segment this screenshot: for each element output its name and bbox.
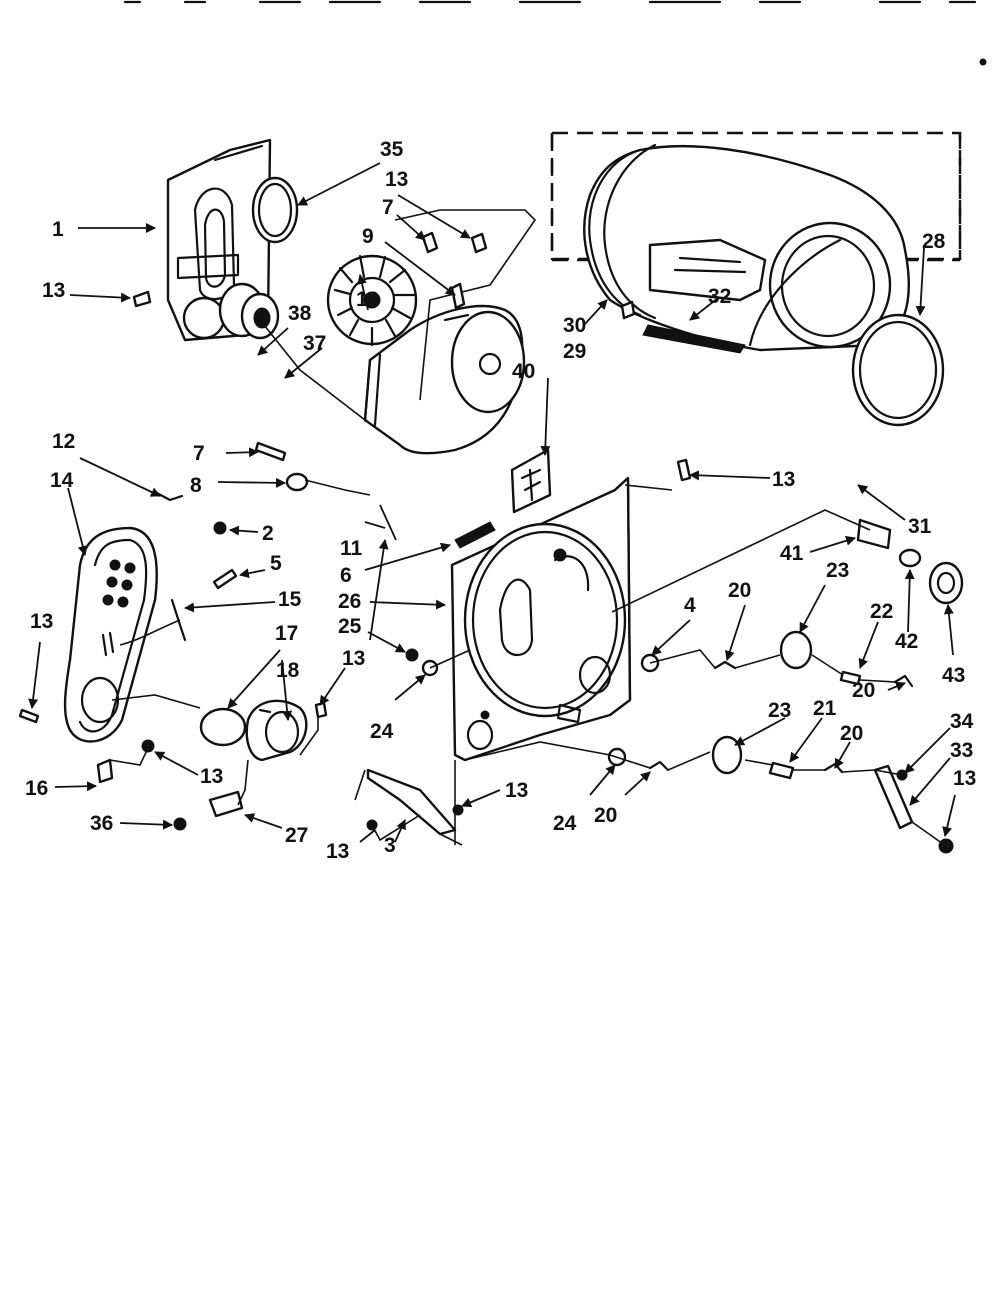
callout-3: 3 <box>384 834 396 857</box>
callout-42: 42 <box>895 630 918 653</box>
drive-motor <box>199 699 308 762</box>
callout-37: 37 <box>303 332 326 355</box>
callout-13: 13 <box>200 765 223 788</box>
leader-arrows <box>28 162 956 843</box>
callout-10: 10 <box>356 288 379 311</box>
drum-seal-ring <box>851 313 945 427</box>
callout-25: 25 <box>338 615 362 638</box>
callout-24: 24 <box>553 812 577 835</box>
callout-5: 5 <box>270 552 282 575</box>
callout-13: 13 <box>326 840 349 863</box>
callout-36: 36 <box>90 812 113 835</box>
callout-27: 27 <box>285 824 308 847</box>
blower-wheel <box>326 254 418 347</box>
callout-4: 4 <box>684 594 696 617</box>
callout-20: 20 <box>594 804 617 827</box>
callout-30: 30 <box>563 314 586 337</box>
callout-13: 13 <box>505 779 528 802</box>
callout-34: 34 <box>950 710 974 733</box>
top-edge-remnants <box>123 0 987 66</box>
callout-1: 1 <box>52 218 64 241</box>
callout-13: 13 <box>42 279 65 302</box>
callout-41: 41 <box>780 542 804 565</box>
callout-23: 23 <box>768 699 791 722</box>
callout-13: 13 <box>953 767 976 790</box>
callout-12: 12 <box>52 430 75 453</box>
callout-8: 8 <box>190 474 202 497</box>
callout-13: 13 <box>772 468 795 491</box>
callout-28: 28 <box>922 230 946 253</box>
drum-opening <box>768 221 892 349</box>
callout-31: 31 <box>908 515 932 538</box>
callout-20: 20 <box>840 722 863 745</box>
callout-20: 20 <box>852 679 875 702</box>
callout-18: 18 <box>276 659 300 682</box>
callout-23: 23 <box>826 559 849 582</box>
callout-24: 24 <box>370 720 394 743</box>
front-bulkhead <box>450 476 632 762</box>
small-hardware <box>18 231 964 854</box>
callout-22: 22 <box>870 600 893 623</box>
drum <box>583 143 911 354</box>
callout-29: 29 <box>563 340 586 363</box>
callout-13: 13 <box>30 610 53 633</box>
bearing-assembly <box>218 282 280 340</box>
callout-7: 7 <box>193 442 205 465</box>
callout-14: 14 <box>50 469 74 492</box>
callout-26: 26 <box>338 590 361 613</box>
callout-labels: 1 13 35 13 7 9 10 38 37 40 32 28 30 29 1… <box>25 138 976 863</box>
callout-32: 32 <box>708 285 731 308</box>
callout-7: 7 <box>382 196 394 219</box>
routing-lines <box>109 319 947 847</box>
callout-35: 35 <box>380 138 404 161</box>
callout-2: 2 <box>262 522 274 545</box>
callout-16: 16 <box>25 777 48 800</box>
callout-20: 20 <box>728 579 751 602</box>
belt-cover <box>63 526 158 743</box>
callout-17: 17 <box>275 622 298 645</box>
callout-33: 33 <box>950 739 973 762</box>
callout-21: 21 <box>813 697 837 720</box>
thermal-fuse <box>510 448 552 514</box>
drive-belt <box>454 521 496 549</box>
callout-9: 9 <box>362 225 374 248</box>
callout-38: 38 <box>288 302 312 325</box>
callout-13: 13 <box>342 647 365 670</box>
callout-11: 11 <box>340 537 363 560</box>
stray-dot <box>979 58 987 66</box>
callout-43: 43 <box>942 664 965 687</box>
callout-15: 15 <box>278 588 302 611</box>
callout-6: 6 <box>340 564 352 587</box>
rear-seal <box>251 176 299 244</box>
callout-40: 40 <box>512 360 535 383</box>
callout-13: 13 <box>385 168 408 191</box>
blower-housing <box>363 304 526 455</box>
